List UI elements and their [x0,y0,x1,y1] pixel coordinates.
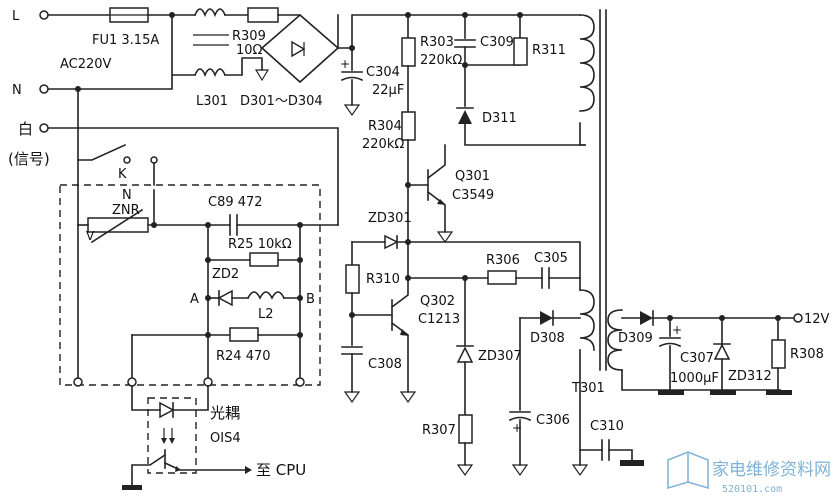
r303-label: R303 [420,35,454,50]
resistor-r306 [487,270,517,285]
to-cpu-label: 至 CPU [256,461,306,479]
t301-label: T301 [571,381,605,396]
r307-label: R307 [422,423,456,438]
zener-zd307 [456,346,474,363]
switch-k [77,143,127,161]
resistor-r311 [513,37,528,66]
watermark-text: 家电维修资料网 [712,460,831,480]
svg-text:+: + [340,57,350,71]
svg-text:+: + [512,421,522,435]
inductor-l2 [246,291,286,300]
c310-label: C310 [590,419,624,434]
ois4-label: OIS4 [210,431,241,446]
q302-part: C1213 [418,312,460,327]
zener-zd312 [713,343,731,360]
ac-label: AC220V [60,57,112,72]
bridge-label: D301～D304 [240,94,323,109]
c307-value: 1000μF [670,371,719,386]
label-12v: 12V [804,312,830,327]
d311-label: D311 [482,111,517,126]
c306-label: C306 [536,413,570,428]
d308-label: D308 [530,331,565,346]
resistor-r308 [771,339,786,369]
a-label: A [190,292,199,307]
c309-label: C309 [480,35,514,50]
transistor-q301 [407,144,454,244]
choke-l301 [193,8,229,78]
label-white: 白 [18,120,33,138]
transformer-t301 [579,9,623,371]
r306-label: R306 [486,253,520,268]
resistor-r309 [247,7,279,23]
resistor-r310 [345,264,360,294]
diode-d309 [640,311,653,325]
r311-label: R311 [532,43,566,58]
label-n: N [12,83,22,98]
v-label: V [86,229,95,243]
fuse-label: FU1 3.15A [92,33,159,48]
c307-label: C307 [680,351,714,366]
r308-label: R308 [790,347,824,362]
zd307-label: ZD307 [478,349,522,364]
watermark-url: 520101.com [722,484,782,495]
c89-label: C89 472 [208,195,263,210]
resistor-r24 [229,327,259,342]
r304-value: 220kΩ [362,137,404,152]
terminal-12v [793,313,803,323]
control-module-outline [59,184,321,386]
optocoupler-label: 光耦 [210,404,240,422]
input-terminals: L N 白 (信号) [8,9,50,168]
diode-d308 [540,311,553,325]
d309-label: D309 [618,331,653,346]
zd312-label: ZD312 [728,369,772,384]
q301-label: Q301 [455,169,490,184]
diode-d311 [458,110,472,124]
q301-part: C3549 [452,188,494,203]
zener-zd2 [217,289,233,307]
transistor-q302 [349,277,417,404]
resistor-r25 [249,252,279,267]
zd301-label: ZD301 [368,211,412,226]
l301-label: L301 [196,94,228,109]
bridge-rectifier [254,13,340,84]
watermark: 家电维修资料网 520101.com [667,451,831,495]
terminal-white [39,123,49,133]
n-label: N [122,188,132,203]
c304-label: C304 [366,65,400,80]
resistor-r303 [401,37,416,67]
r309-label: R309 [232,29,266,44]
c305-label: C305 [534,251,568,266]
q302-label: Q302 [420,294,455,309]
terminal-l [39,10,49,20]
r304-label: R304 [368,119,402,134]
optocoupler-ois4 [122,385,252,490]
l2-label: L2 [258,307,274,322]
label-signal: (信号) [8,150,50,168]
c308-label: C308 [368,357,402,372]
zener-zd301 [384,234,399,250]
znr-label: ZNR [112,203,140,218]
resistor-r307 [458,414,473,444]
r310-label: R310 [366,272,400,287]
svg-text:+: + [672,323,682,337]
zd2-label: ZD2 [212,267,239,282]
r25-label: R25 10kΩ [228,237,292,252]
terminal-n [39,84,49,94]
label-l: L [12,9,20,24]
r309-value: 10Ω [236,43,263,58]
r303-value: 220kΩ [420,53,462,68]
r24-label: R24 470 [216,349,271,364]
b-label: B [306,292,315,307]
resistor-r304 [401,111,416,141]
k-label: K [118,167,127,182]
c304-value: 22μF [372,83,404,98]
capacitor-c304: + [340,47,364,117]
